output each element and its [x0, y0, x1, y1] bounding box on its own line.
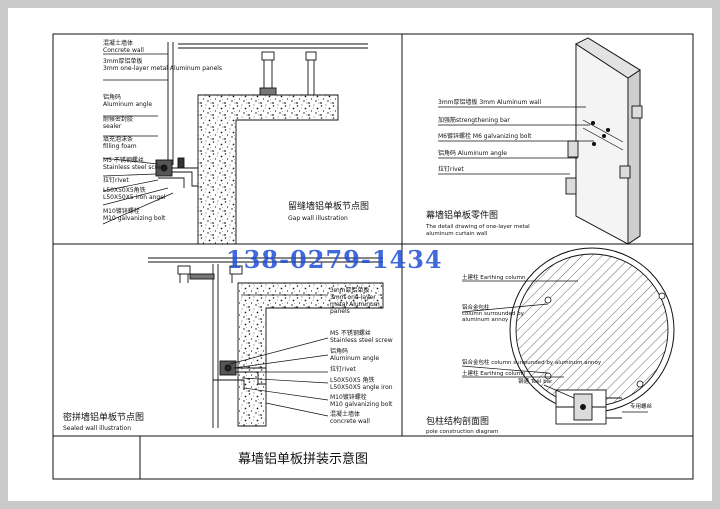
gap-label-9-cn: M10镀锌螺栓	[103, 207, 140, 215]
gap-wall-labels: 混凝土墙体 Concrete wall 3mm厚铝单板 3mm one-laye…	[103, 39, 222, 222]
pole-detail	[555, 389, 622, 425]
sealed-labels: 3mm厚铝单板 3mm one-layer metal Aluminum pan…	[330, 286, 393, 425]
gap-label-3-en: Aluminum angle	[103, 101, 152, 108]
side-bracket	[155, 157, 198, 188]
parts-drawing	[565, 37, 643, 245]
top-bracket	[259, 51, 317, 96]
gap-wall-title-cn: 留缝墙铝单板节点图	[288, 200, 369, 212]
sheet-frame	[52, 33, 694, 480]
sealed-label-1-en-a: 3mm one-layer	[330, 294, 376, 301]
pole-label-4: 土建柱 Earthing column	[462, 369, 526, 377]
pole-title-en: pole construction diagram	[426, 429, 498, 435]
parts-label-3: M6镀锌螺栓 M6 galvanizing bolt	[438, 132, 532, 140]
pole-labels: 土建柱 Earthing column 铝合金包柱 column surroun…	[462, 273, 653, 410]
pole-label-3: 铝合金包柱 column surrounded by aluminum anno…	[462, 358, 602, 366]
sealed-side-bracket	[213, 360, 266, 390]
gap-label-7-cn: 拉钉rivet	[103, 176, 129, 184]
parts-title-en-2: aluminum curtain wall	[426, 231, 488, 237]
parts-title-cn: 幕墙铝单板零件图	[426, 209, 498, 221]
sealed-top-bracket	[177, 265, 243, 283]
sheet-title: 幕墙铝单板拼装示意图	[238, 451, 368, 467]
phone-watermark: 138-0279-1434	[226, 245, 443, 274]
gap-label-1-en: Concrete wall	[103, 47, 144, 54]
gap-label-2-cn: 3mm厚铝单板	[103, 57, 143, 65]
sealed-wall-title-cn: 密拼墙铝单板节点图	[63, 411, 144, 423]
pole-title-cn: 包柱结构剖面图	[426, 415, 489, 427]
sealed-label-3-cn: 铝角码	[330, 347, 348, 355]
gap-label-8-cn: L50X50X5角铁	[103, 186, 146, 194]
sealed-label-5-cn: L50X50X5 角铁	[330, 376, 375, 384]
gap-label-3-cn: 铝角码	[103, 93, 121, 101]
pole-leaders	[461, 280, 648, 413]
gap-wall-title-en: Gap wall illustration	[288, 215, 348, 222]
sealed-label-2-en: Stainless steel screw	[330, 337, 393, 344]
gap-label-6-en: Stainless steel screw	[103, 164, 166, 171]
pole-label-5: 钢通 Teel bar	[518, 377, 553, 385]
parts-label-2: 加强筋strengthening bar	[438, 116, 510, 124]
gap-label-2-en: 3mm one-layer metal Aluminum panels	[103, 65, 222, 72]
parts-leaders	[438, 106, 594, 175]
sealed-label-3-en: Aluminum angle	[330, 355, 379, 362]
parts-title-en-1: The detail drawing of one-layer metal	[425, 224, 530, 230]
gap-label-5-en: filling foam	[103, 143, 137, 150]
gap-label-1-cn: 混凝土墙体	[103, 39, 133, 47]
drawing-sheet: 幕墙铝单板拼装示意图	[8, 8, 712, 501]
pole-label-6: 专用螺丝	[630, 402, 653, 410]
parts-labels: 3mm厚铝墙板 3mm Aluminum wall 加强筋strengtheni…	[438, 98, 542, 173]
pole-label-1: 土建柱 Earthing column	[462, 273, 526, 281]
gap-wall-drawing: 混凝土墙体 Concrete wall 3mm厚铝单板 3mm one-laye…	[102, 39, 369, 245]
sealed-label-4-cn: 拉钉rivet	[330, 365, 356, 373]
sealed-wall-drawing	[148, 257, 384, 428]
sealed-label-6-en: M10 galvanizing bolt	[330, 401, 393, 408]
gap-label-6-cn: M5 不锈钢螺丝	[103, 156, 144, 164]
gap-label-4-en: sealer	[103, 123, 122, 130]
pole-label-2-b: column surrounded by	[462, 311, 525, 317]
sealed-label-1-en-c: panels	[330, 308, 350, 315]
parts-label-5: 拉钉rivet	[438, 165, 464, 173]
gap-label-8-en: L50X50X5 iron angel	[103, 194, 166, 201]
pole-label-2-a: 铝合金包柱	[462, 303, 490, 311]
pole-drawing	[509, 247, 675, 425]
gap-wall-leaders	[102, 53, 174, 225]
gap-label-4-cn: 耐候密封胶	[103, 115, 133, 123]
pole-label-2-c: aluminum annoy	[462, 317, 509, 323]
sealed-label-1-cn: 3mm厚铝单板	[330, 286, 370, 294]
gap-label-5-cn: 填充泡沫条	[103, 135, 133, 143]
sealed-label-7-cn: 混凝土墙体	[330, 410, 360, 418]
sealed-wall-title-en: Sealed wall illustration	[63, 425, 131, 432]
sealed-label-5-en: L50X50X5 angle iron	[330, 384, 393, 391]
sealed-label-1-en-b: metal Aluminum	[330, 301, 380, 308]
parts-label-4: 铝角码 Aluminum angle	[438, 149, 507, 157]
sealed-label-7-en: concrete wall	[330, 418, 370, 425]
sealed-label-2-cn: M5 不锈钢螺丝	[330, 329, 371, 337]
sealed-label-6-cn: M10镀锌螺栓	[330, 393, 367, 401]
parts-label-1: 3mm厚铝墙板 3mm Aluminum wall	[438, 98, 542, 106]
gap-label-9-en: M10 galvanizing bolt	[103, 215, 166, 222]
sealed-leaders	[229, 294, 329, 417]
drawing-canvas: 幕墙铝单板拼装示意图	[52, 33, 694, 480]
